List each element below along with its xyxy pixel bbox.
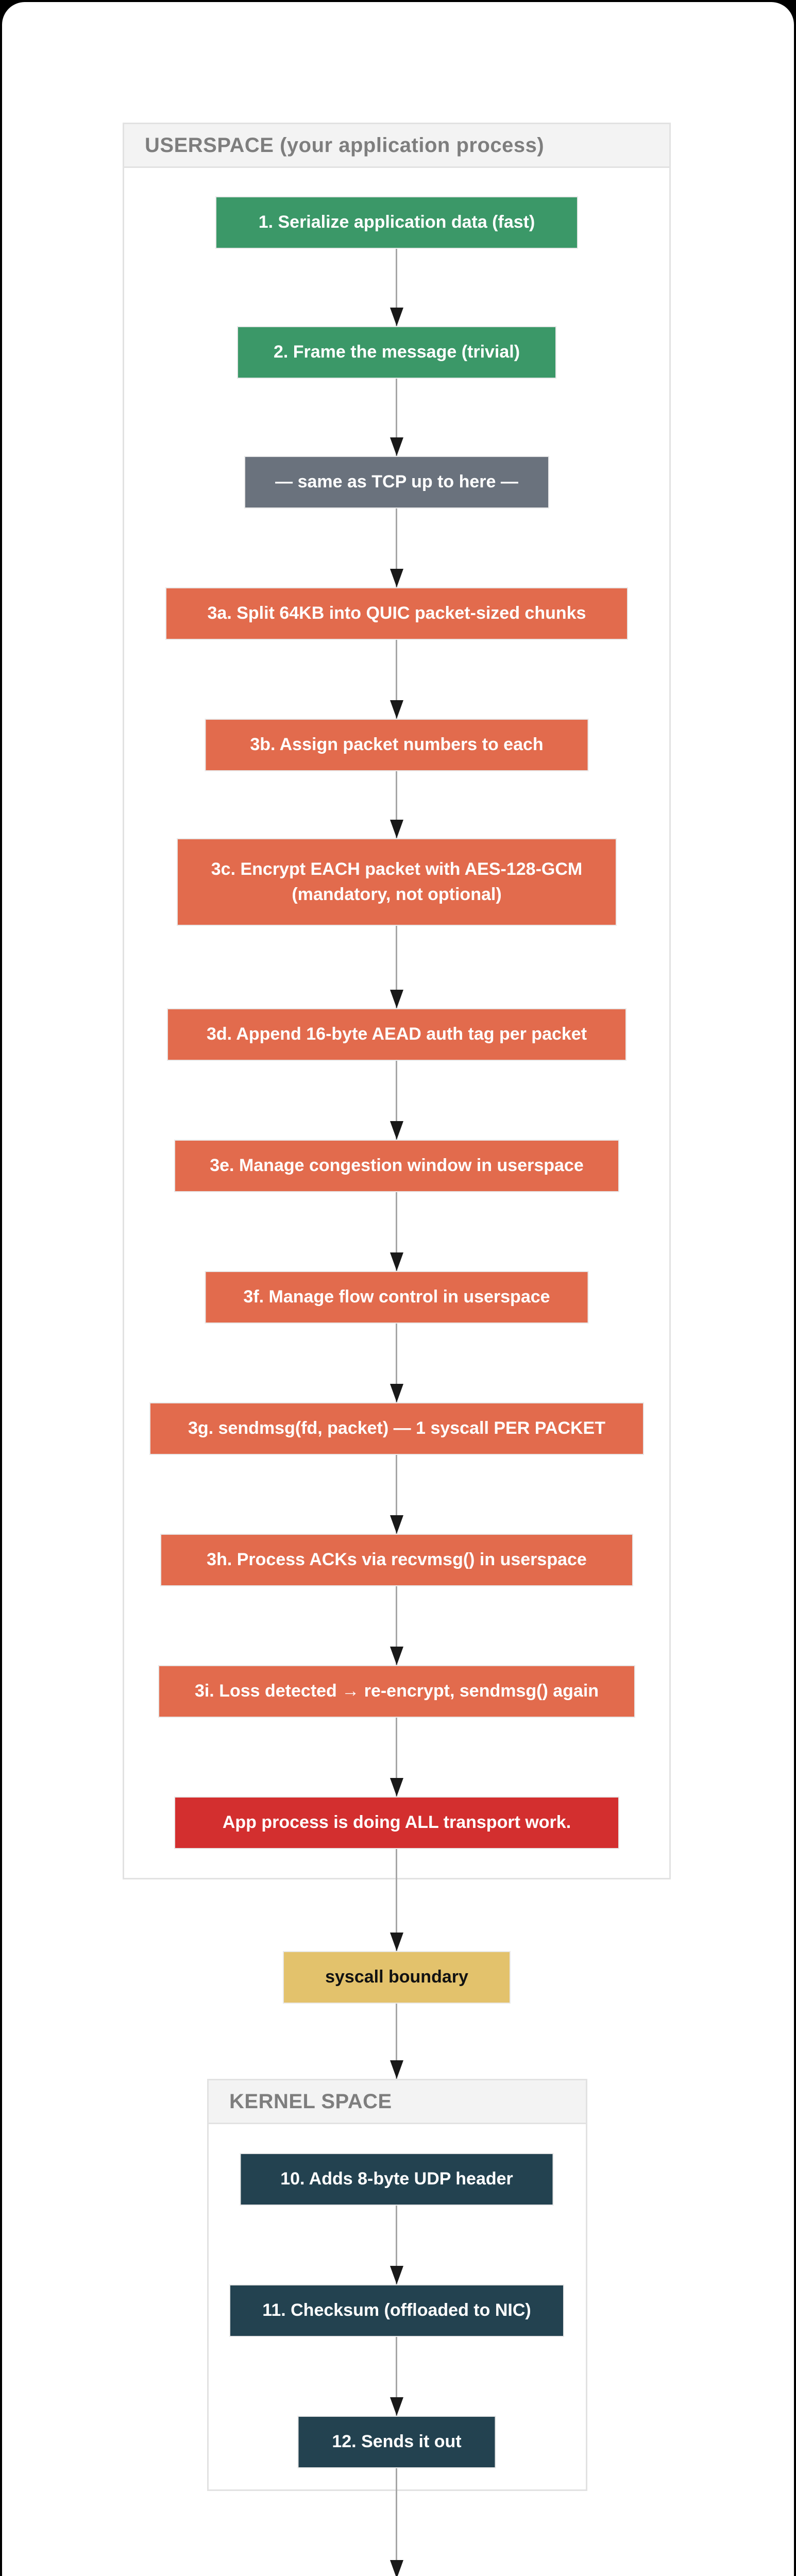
- connector-arrow-icon: [396, 771, 397, 838]
- node-step-11: 11. Checksum (offloaded to NIC): [229, 2284, 564, 2337]
- connector-arrow-icon: [396, 1455, 397, 1534]
- node-step-3h: 3h. Process ACKs via recvmsg() in usersp…: [160, 1534, 633, 1586]
- node-summary: App process is doing ALL transport work.: [174, 1797, 619, 1849]
- connector-arrow-icon: [396, 1849, 397, 1951]
- connector-arrow-icon: [396, 509, 397, 587]
- node-tcp-note: — same as TCP up to here —: [244, 456, 549, 509]
- connector-arrow-icon: [396, 2004, 397, 2079]
- node-step-3e: 3e. Manage congestion window in userspac…: [174, 1140, 619, 1192]
- kernel-title: KERNEL SPACE: [229, 2090, 392, 2113]
- connector-arrow-icon: [396, 1718, 397, 1797]
- node-syscall-boundary: syscall boundary: [283, 1951, 511, 2004]
- connector-arrow-icon: [396, 2337, 397, 2416]
- connector-arrow-icon: [396, 1324, 397, 1402]
- node-step-12: 12. Sends it out: [297, 2416, 496, 2468]
- node-step-3d: 3d. Append 16-byte AEAD auth tag per pac…: [167, 1008, 626, 1061]
- connector-arrow-icon: [396, 640, 397, 719]
- connector-arrow-icon: [396, 2206, 397, 2284]
- connector-arrow-icon: [396, 2468, 397, 2576]
- userspace-title: USERSPACE (your application process): [145, 133, 545, 157]
- node-step-3f: 3f. Manage flow control in userspace: [205, 1271, 589, 1324]
- connector-arrow-icon: [396, 1586, 397, 1665]
- node-step-3c: 3c. Encrypt EACH packet with AES-128-GCM…: [177, 838, 617, 926]
- connector-arrow-icon: [396, 1061, 397, 1140]
- node-step-3a: 3a. Split 64KB into QUIC packet-sized ch…: [165, 587, 628, 640]
- node-step-3b: 3b. Assign packet numbers to each: [205, 719, 589, 771]
- node-step-2: 2. Frame the message (trivial): [237, 326, 556, 379]
- connector-arrow-icon: [396, 1192, 397, 1271]
- node-step-3g: 3g. sendmsg(fd, packet) — 1 syscall PER …: [149, 1402, 644, 1455]
- connector-arrow-icon: [396, 249, 397, 326]
- node-step-3i: 3i. Loss detected → re-encrypt, sendmsg(…: [158, 1665, 635, 1718]
- userspace-container: USERSPACE (your application process): [123, 123, 671, 1879]
- node-step-10: 10. Adds 8-byte UDP header: [240, 2153, 554, 2206]
- userspace-header: USERSPACE (your application process): [124, 124, 669, 168]
- connector-arrow-icon: [396, 926, 397, 1008]
- node-step-1: 1. Serialize application data (fast): [215, 196, 578, 249]
- kernel-container: KERNEL SPACE: [207, 2079, 587, 2491]
- connector-arrow-icon: [396, 379, 397, 456]
- kernel-header: KERNEL SPACE: [209, 2080, 586, 2124]
